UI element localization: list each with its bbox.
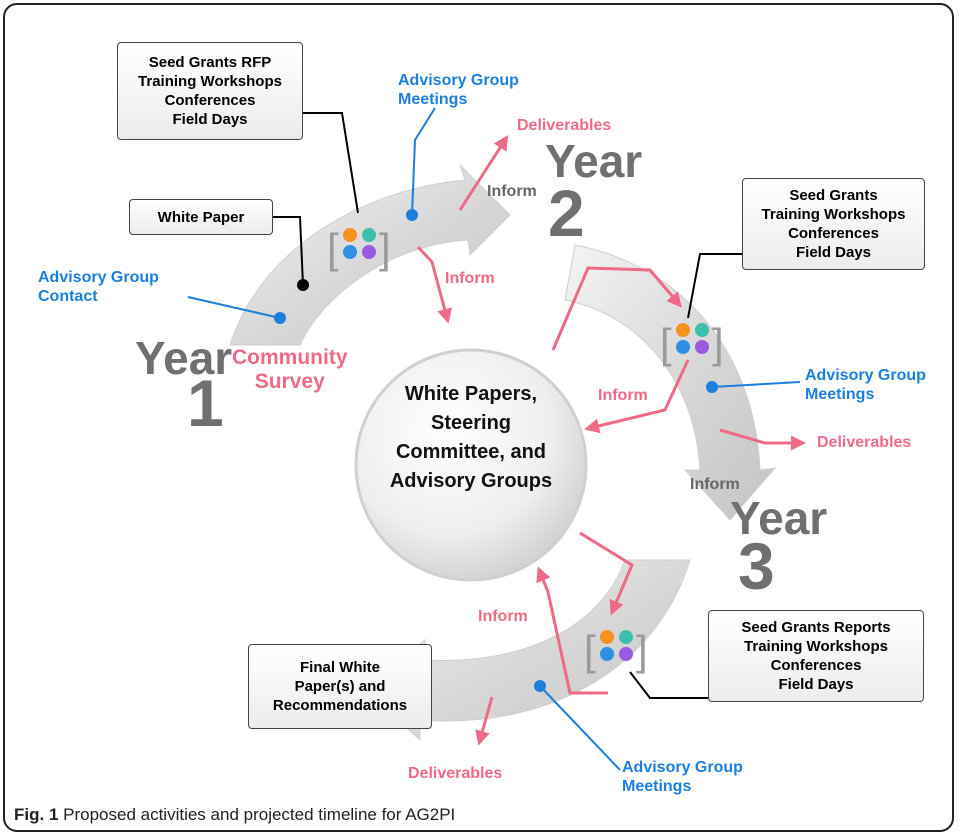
- label-inform-year2: Inform: [487, 183, 537, 200]
- box-seed-grants-reports: Seed Grants Reports Training Workshops C…: [708, 610, 924, 702]
- advisory-top-dot: [406, 209, 418, 221]
- svg-text:]: ]: [379, 225, 391, 272]
- cycle-arrow-year3: [364, 559, 691, 742]
- svg-text:[: [: [327, 225, 339, 272]
- center-label: White Papers, Steering Committee, and Ad…: [389, 383, 553, 492]
- box-white-paper: White Paper: [129, 199, 273, 235]
- arrow-inform-center-right: [584, 359, 690, 434]
- connector-advisory-right: [711, 381, 801, 388]
- label-deliverables-top: Deliverables: [517, 117, 612, 134]
- figure-frame: [3, 3, 954, 832]
- box-seed-grants-rfp: Seed Grants RFP Training Workshops Confe…: [117, 42, 303, 140]
- label-inform-right: Inform: [598, 387, 648, 404]
- connector-white-paper-dot: [297, 279, 309, 291]
- caption-label: Fig. 1: [14, 805, 59, 824]
- year3-label: Year: [730, 492, 828, 544]
- advisory-contact-dot: [274, 312, 286, 324]
- svg-text:[: [: [660, 320, 672, 367]
- arrow-deliverables-top: [458, 134, 509, 211]
- box-seed-grants: Seed Grants Training Workshops Conferenc…: [742, 178, 925, 270]
- figure-caption: Fig. 1 Proposed activities and projected…: [14, 805, 455, 825]
- advisory-right-dot: [706, 381, 718, 393]
- label-advisory-meetings-top: Advisory Group Meetings: [398, 72, 519, 108]
- label-inform-year3: Inform: [690, 476, 740, 493]
- year1-label: Year: [135, 332, 233, 384]
- activity-icon-year2: [ ]: [660, 320, 724, 367]
- arrow-to-year3-set: [579, 531, 634, 616]
- label-inform-top: Inform: [445, 270, 495, 287]
- advisory-bottom-dot: [534, 680, 546, 692]
- connector-advisory-contact: [187, 296, 281, 319]
- connector-seed-rfp: [303, 112, 359, 214]
- year1-number: 1: [187, 366, 224, 440]
- label-deliverables-right: Deliverables: [817, 434, 912, 451]
- svg-text:]: ]: [712, 320, 724, 367]
- arrow-deliverables-bottom: [475, 696, 494, 746]
- activity-icon-year1: [ ]: [327, 225, 391, 272]
- svg-text:]: ]: [636, 627, 648, 674]
- connector-seed-grants: [687, 253, 742, 319]
- connector-advisory-top: [411, 107, 436, 216]
- label-deliverables-bottom: Deliverables: [408, 765, 503, 782]
- arrow-inform-center-bottom: [536, 566, 608, 695]
- label-inform-bottom: Inform: [478, 608, 528, 625]
- year2-number: 2: [548, 176, 585, 250]
- center-circle: [354, 348, 588, 582]
- connector-seed-reports: [629, 671, 708, 699]
- box-final-white-papers: Final White Paper(s) and Recommendations: [248, 644, 432, 729]
- svg-text:[: [: [584, 627, 596, 674]
- arrow-deliverables-right: [719, 428, 806, 451]
- label-advisory-meetings-right: Advisory Group Meetings: [805, 367, 926, 403]
- label-advisory-contact: Advisory Group Contact: [38, 269, 159, 305]
- activity-icon-year3: [ ]: [584, 627, 648, 674]
- year2-label: Year: [545, 135, 643, 187]
- arrow-to-year2-set: [551, 266, 682, 351]
- year3-number: 3: [738, 529, 775, 603]
- arrow-inform-center-top: [416, 245, 452, 324]
- connector-white-paper: [273, 216, 304, 286]
- label-advisory-meetings-bottom: Advisory Group Meetings: [622, 759, 743, 795]
- community-survey-label: Community Survey: [232, 346, 348, 393]
- caption-text: Proposed activities and projected timeli…: [58, 805, 456, 824]
- connector-advisory-bottom: [539, 685, 621, 771]
- cycle-arrow-year2: [564, 244, 777, 521]
